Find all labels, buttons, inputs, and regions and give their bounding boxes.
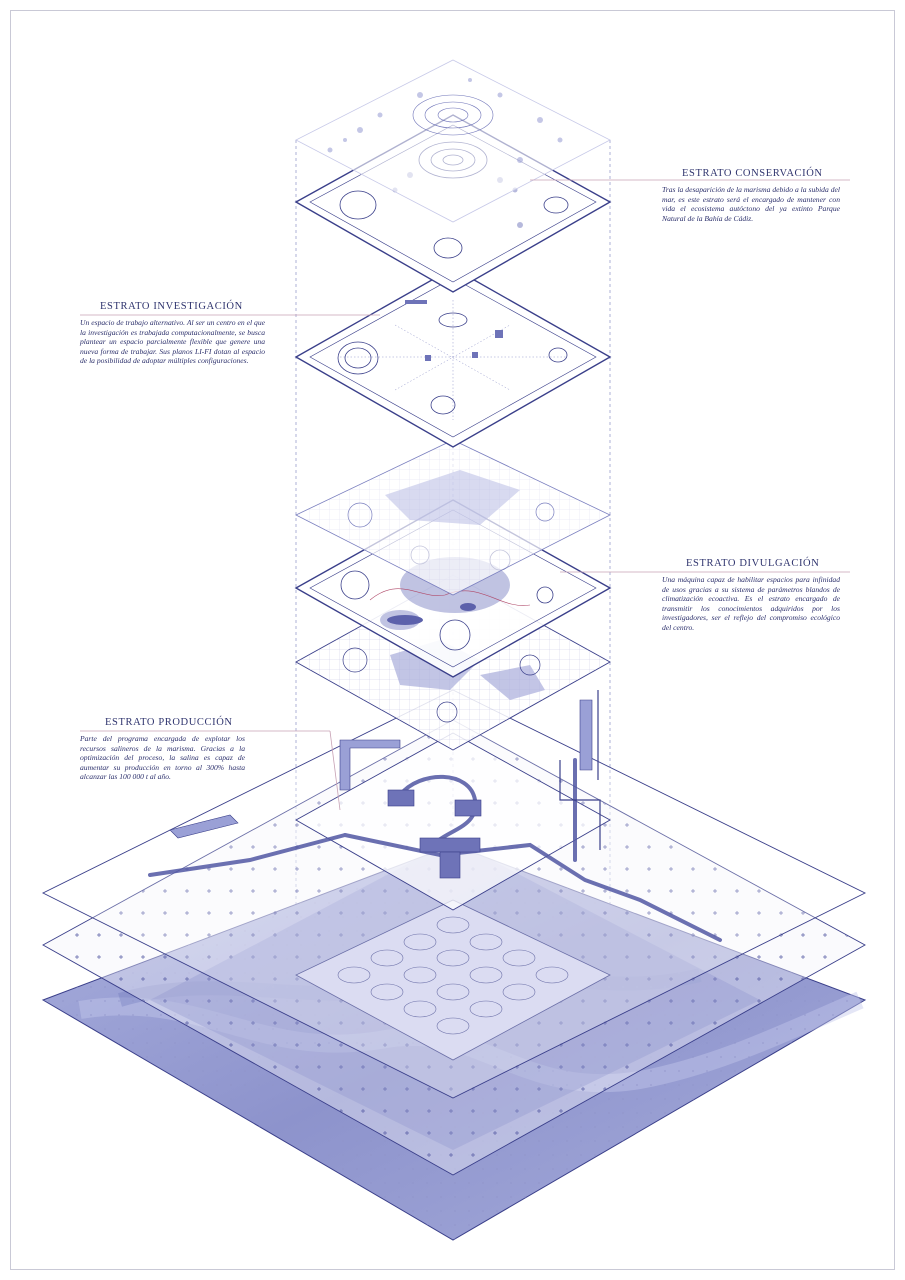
label-investigacion: ESTRATO INVESTIGACIÓN Un espacio de trab… [80, 301, 265, 366]
investigacion-plane [294, 267, 612, 448]
page-frame [10, 10, 895, 1270]
label-conservacion-title: ESTRATO CONSERVACIÓN [682, 168, 823, 179]
label-investigacion-text: Un espacio de trabajo alternativo. Al se… [80, 318, 265, 366]
label-divulgacion: ESTRATO DIVULGACIÓN Una máquina capaz de… [662, 558, 840, 633]
production-machinery-plane [148, 690, 722, 942]
production-salt-pans [295, 899, 611, 1061]
label-divulgacion-title: ESTRATO DIVULGACIÓN [686, 558, 820, 569]
label-conservacion: ESTRATO CONSERVACIÓN Tras la desaparició… [662, 168, 840, 223]
divulgacion-upper-plane [295, 439, 611, 596]
leader-lines [80, 179, 850, 811]
label-produccion-text: Parte del programa encargada de explotar… [80, 734, 245, 782]
label-divulgacion-text: Una máquina capaz de habilitar espacios … [662, 575, 840, 632]
label-produccion: ESTRATO PRODUCCIÓN Parte del programa en… [80, 717, 245, 782]
label-produccion-title: ESTRATO PRODUCCIÓN [105, 717, 233, 728]
conservacion-vegetation-plane [295, 59, 611, 223]
label-conservacion-text: Tras la desaparición de la marisma debid… [662, 185, 840, 223]
label-investigacion-title: ESTRATO INVESTIGACIÓN [100, 301, 243, 312]
